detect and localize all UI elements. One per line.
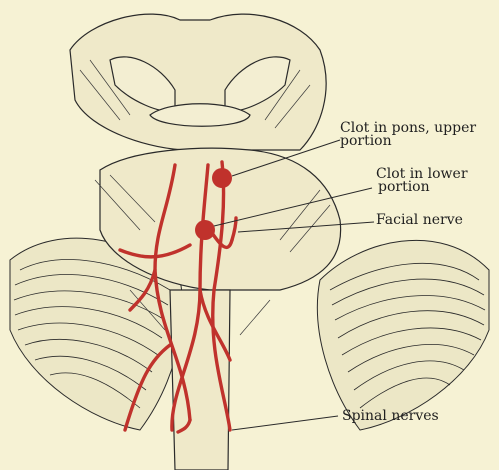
label-clot-lower: Clot in lower portion: [376, 168, 468, 194]
leader-spinal-nerves: [232, 416, 338, 430]
clot-lower-marker: [195, 220, 215, 240]
label-facial-nerve: Facial nerve: [376, 214, 463, 227]
label-clot-upper: Clot in pons, upper portion: [340, 122, 476, 148]
label-spinal-nerves: Spinal nerves: [342, 410, 439, 423]
clot-upper-marker: [212, 168, 232, 188]
label-clot-upper-line2: portion: [340, 135, 476, 148]
label-clot-lower-line2: portion: [376, 181, 468, 194]
